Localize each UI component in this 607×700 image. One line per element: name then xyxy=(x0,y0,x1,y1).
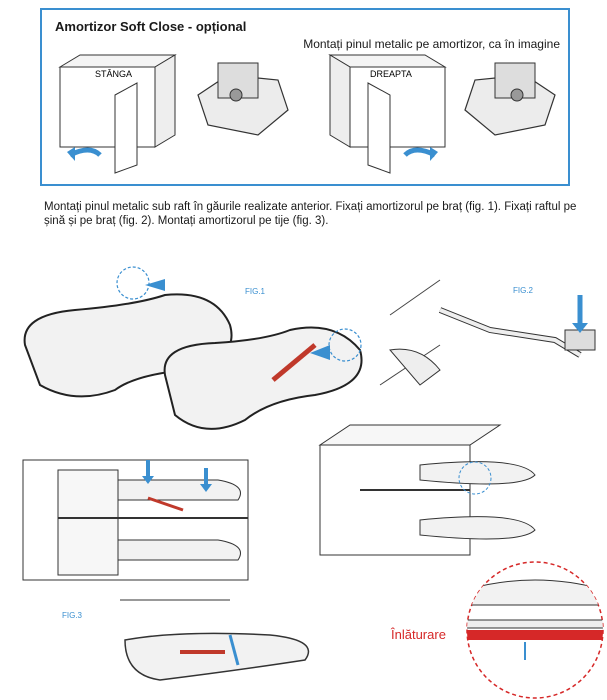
fig2-label: FIG.2 xyxy=(513,286,534,295)
fig1-label: FIG.1 xyxy=(245,287,266,296)
fig3-closeup-illustration xyxy=(120,599,310,681)
left-label: STÂNGA xyxy=(95,69,132,79)
left-cabinet-illustration: STÂNGA xyxy=(58,54,177,174)
right-shelf-part xyxy=(464,62,556,136)
fig3-right-illustration xyxy=(318,424,536,556)
removal-label: Înlăturare xyxy=(391,627,446,642)
fig2-illustration xyxy=(379,279,596,386)
instructions-text: Montați pinul metalic sub raft în găuril… xyxy=(44,201,577,227)
right-cabinet-illustration: DREAPTA xyxy=(328,54,447,174)
removal-detail-illustration xyxy=(466,561,604,699)
box-title: Amortizor Soft Close - opțional xyxy=(55,19,247,34)
fig3-cabinet-illustration xyxy=(22,459,249,581)
box-note: Montați pinul metalic pe amortizor, ca î… xyxy=(303,37,560,51)
left-shelf-part xyxy=(197,62,289,136)
fig1-illustration xyxy=(23,266,363,430)
fig3-label: FIG.3 xyxy=(62,611,83,620)
right-label: DREAPTA xyxy=(370,69,412,79)
softclose-box: Amortizor Soft Close - opțional Montați … xyxy=(40,8,570,186)
